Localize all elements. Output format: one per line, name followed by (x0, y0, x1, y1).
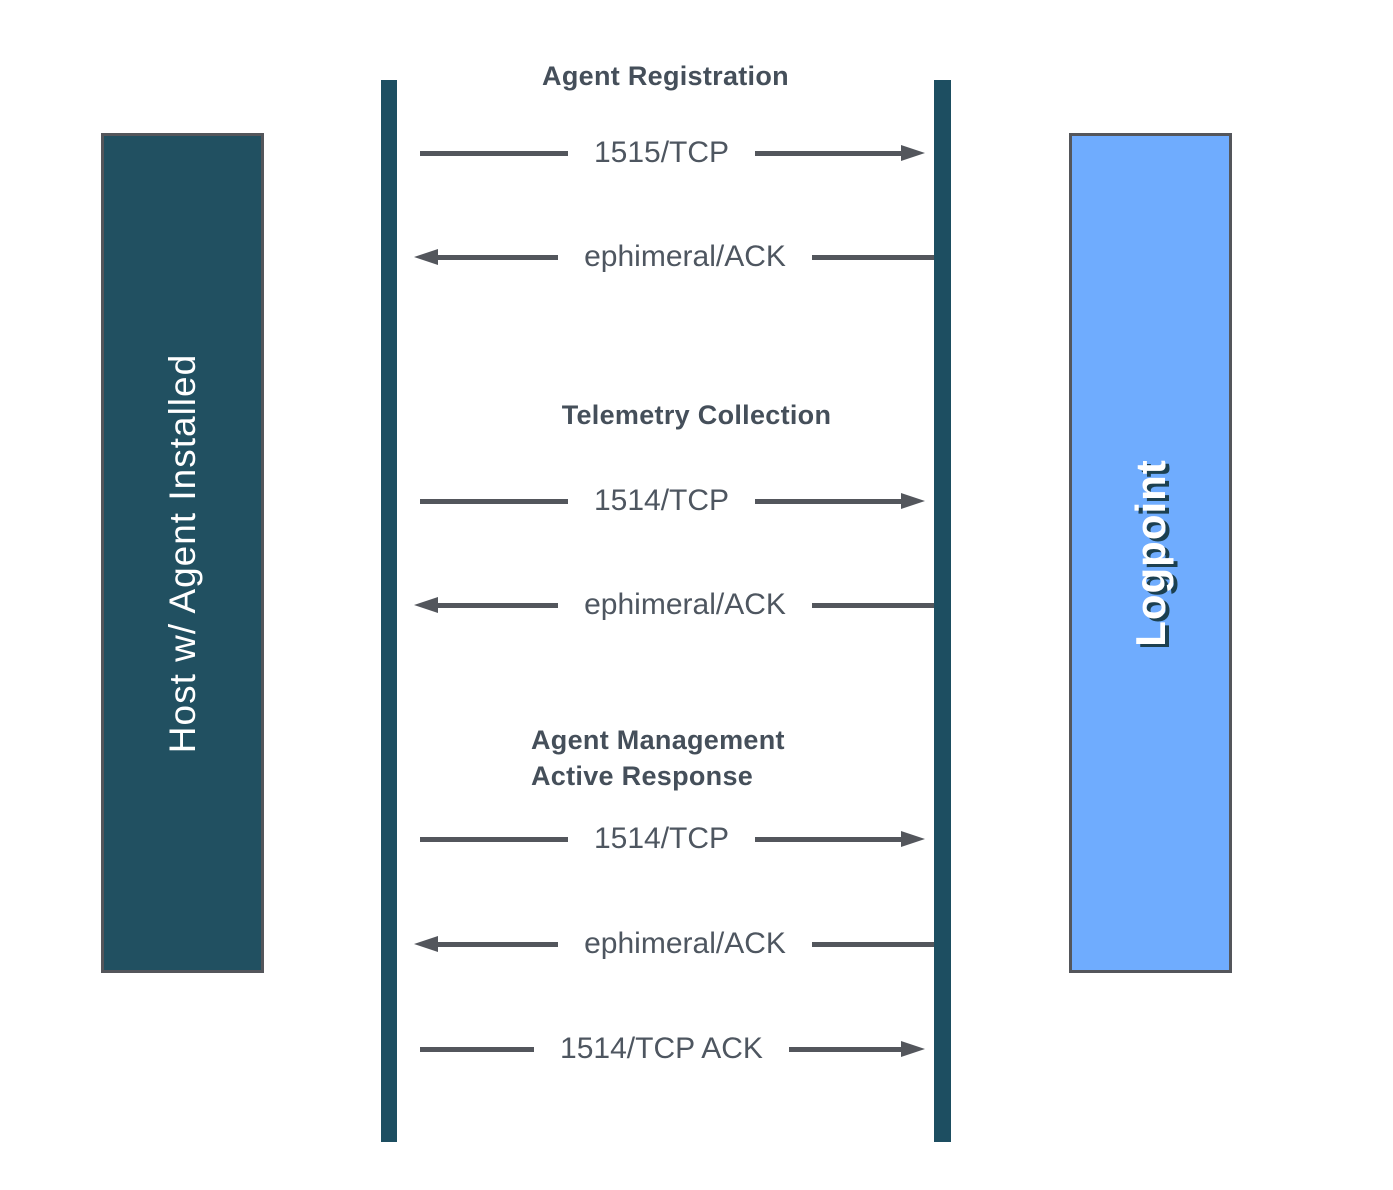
arrowhead-right-icon (901, 831, 926, 847)
arrowhead-right-icon (901, 1041, 925, 1057)
host-actor-box: Host w/ Agent Installed (101, 133, 264, 973)
message-label: 1514/TCP (593, 822, 730, 855)
message-label: 1515/TCP (593, 136, 730, 169)
arrow-line (811, 941, 935, 947)
arrow-line (436, 941, 559, 947)
host-actor-label: Host w/ Agent Installed (162, 353, 204, 753)
arrowhead-left-icon (414, 249, 438, 265)
arrow-line (755, 498, 904, 504)
arrow-line (420, 150, 568, 156)
message-ephimeral-ack-2: ephimeral/ACK (397, 585, 935, 625)
message-label: 1514/TCP (593, 484, 730, 517)
message-ephimeral-ack-3: ephimeral/ACK (397, 924, 935, 964)
message-ephimeral-ack-1: ephimeral/ACK (397, 237, 935, 277)
section-title-line-1: Agent Management (531, 725, 785, 755)
section-title-line-2: Active Response (531, 761, 754, 791)
logpoint-actor-label: Logpoint (1126, 459, 1174, 647)
arrowhead-right-icon (901, 493, 926, 509)
arrowhead-left-icon (414, 936, 438, 952)
host-lifeline (381, 80, 397, 1142)
messages-lane: Agent Registration 1515/TCP ephimeral/AC… (397, 0, 935, 1190)
message-label: ephimeral/ACK (584, 240, 786, 273)
arrow-line (811, 254, 935, 260)
arrow-line (436, 602, 559, 608)
arrow-line (436, 254, 559, 260)
message-label: 1514/TCP ACK (560, 1032, 763, 1065)
arrow-line (420, 1046, 535, 1052)
section-title-telemetry-collection: Telemetry Collection (561, 400, 832, 430)
message-1515-tcp: 1515/TCP (397, 133, 934, 173)
message-1514-tcp-telemetry: 1514/TCP (397, 481, 934, 521)
arrow-line (755, 150, 904, 156)
arrowhead-left-icon (414, 597, 438, 613)
section-title-agent-management: Agent Management Active Response (397, 722, 934, 794)
logpoint-actor-box: Logpoint (1069, 133, 1232, 973)
arrow-line (755, 836, 904, 842)
message-label: ephimeral/ACK (584, 927, 786, 960)
message-1514-tcp-ack: 1514/TCP ACK (397, 1029, 934, 1069)
arrow-line (788, 1046, 903, 1052)
arrow-line (811, 602, 935, 608)
logpoint-lifeline (934, 80, 951, 1142)
message-1514-tcp-management: 1514/TCP (397, 819, 934, 859)
arrowhead-right-icon (901, 145, 926, 161)
arrow-line (420, 498, 568, 504)
arrow-line (420, 836, 568, 842)
message-label: ephimeral/ACK (584, 588, 786, 621)
section-title-agent-registration: Agent Registration (542, 61, 789, 91)
